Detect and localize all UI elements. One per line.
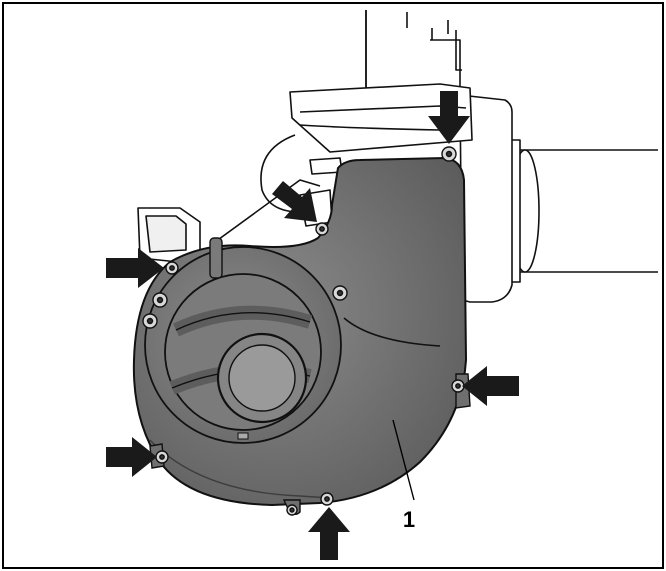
screw-right-inlet — [332, 285, 348, 301]
callout-label: 1 — [403, 507, 415, 532]
arrow-left-right-side — [462, 366, 519, 406]
screw-upper-middle — [315, 222, 329, 236]
arrow-diagonal-middle — [272, 181, 317, 222]
screw-bottom-left — [286, 504, 298, 516]
arrow-right-upper-left — [106, 248, 164, 288]
screw-top-right — [441, 146, 457, 162]
burner-body — [137, 10, 658, 303]
callout-leader-line — [392, 419, 415, 501]
screw-left-inlet-1 — [152, 292, 168, 308]
arrow-right-lower-left — [106, 437, 157, 477]
arrow-up-bottom — [308, 507, 350, 560]
air-inlet — [144, 237, 342, 444]
screw-left-inlet-2 — [142, 313, 158, 329]
screw-left-lower — [155, 450, 169, 464]
screw-left-upper — [165, 261, 179, 275]
screws — [142, 146, 465, 516]
screw-bottom — [320, 492, 334, 506]
arrow-down-top — [428, 91, 470, 144]
screw-right-side — [451, 379, 465, 393]
arrows — [106, 91, 519, 560]
